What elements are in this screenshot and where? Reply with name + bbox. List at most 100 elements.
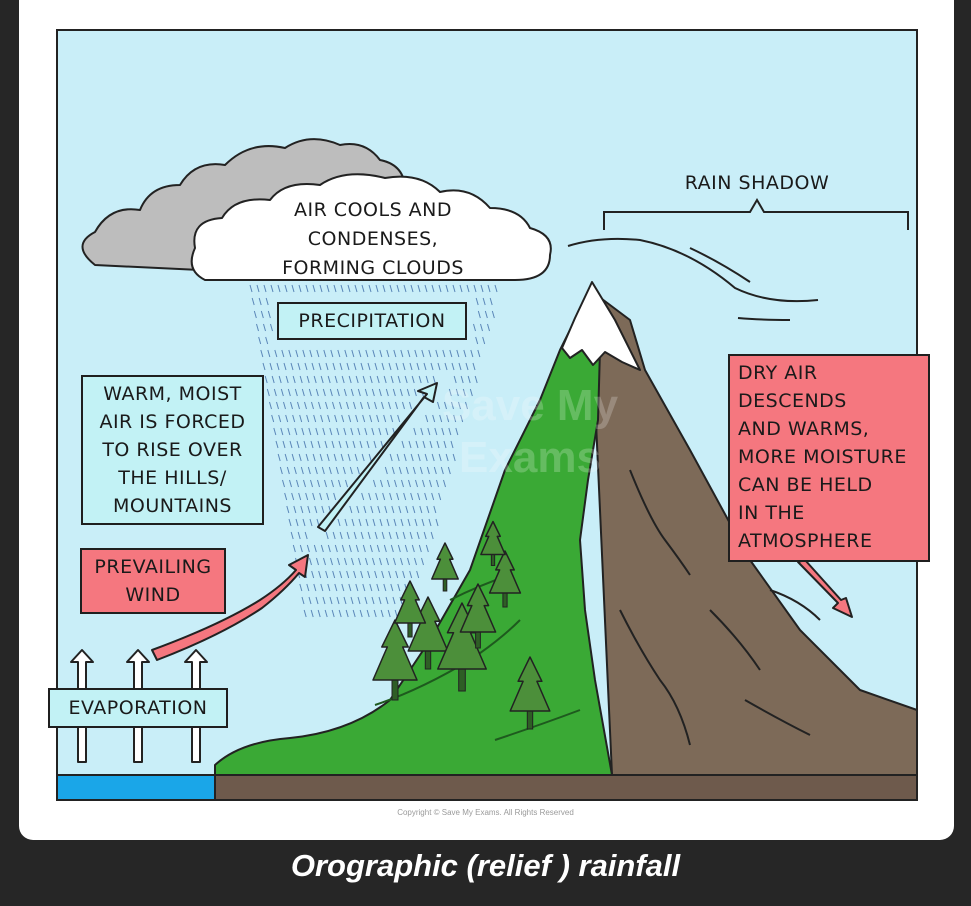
rain-streak: [414, 557, 417, 566]
rain-streak: [477, 349, 481, 358]
rain-streak: [418, 544, 422, 553]
rain-streak: [298, 492, 302, 501]
rain-streak: [307, 505, 311, 514]
rain-streak: [256, 323, 259, 332]
rain-streak: [304, 362, 308, 371]
rain-streak: [428, 349, 432, 358]
rain-streak: [376, 583, 380, 592]
rain-streak: [317, 479, 320, 488]
rain-streak: [332, 570, 336, 579]
rain-streak: [420, 427, 424, 436]
rain-streak: [339, 570, 343, 579]
rain-streak: [438, 492, 442, 501]
rain-streak: [323, 349, 327, 358]
rain-streak: [393, 349, 397, 358]
rain-streak: [260, 310, 264, 319]
rain-streak: [344, 557, 347, 566]
rain-streak: [374, 531, 378, 540]
rain-streak: [377, 505, 381, 514]
rain-streak: [273, 388, 277, 397]
tree-trunk: [424, 650, 432, 670]
rain-streak: [253, 310, 257, 319]
rain-streak: [352, 440, 356, 449]
rain-streak: [370, 505, 374, 514]
rain-streak: [438, 284, 442, 293]
rain-streak: [467, 375, 471, 384]
rain-streak: [327, 544, 331, 553]
rain-streak: [369, 583, 373, 592]
rain-streak: [482, 336, 486, 345]
rain-streak: [430, 531, 434, 540]
rain-streak: [313, 544, 317, 553]
rain-streak: [465, 362, 469, 371]
rain-streak: [338, 440, 342, 449]
rain-streak: [314, 466, 318, 475]
rain-streak: [402, 362, 406, 371]
rain-streak: [273, 427, 277, 436]
rain-streak: [397, 414, 401, 423]
rain-streak: [365, 557, 368, 566]
rain-streak: [292, 544, 296, 553]
rain-streak: [366, 609, 370, 618]
rain-streak: [424, 453, 428, 462]
rain-streak: [395, 531, 399, 540]
rain-streak: [278, 375, 282, 384]
rain-streak: [419, 466, 423, 475]
rain-streak: [416, 531, 420, 540]
rain-streak: [322, 596, 326, 605]
tree-canopy: [393, 580, 427, 624]
rain-streak: [263, 284, 267, 293]
rain-streak: [364, 596, 368, 605]
rain-streak: [408, 479, 411, 488]
rain-streak: [291, 492, 295, 501]
rain-streak: [415, 440, 419, 449]
rain-streak: [313, 583, 317, 592]
tree-canopy: [459, 583, 497, 633]
tree-trunk: [502, 592, 508, 608]
rain-streak: [288, 349, 292, 358]
rain-streak: [388, 531, 392, 540]
rain-streak: [466, 284, 470, 293]
rain-streak: [297, 531, 301, 540]
water-strip: [56, 774, 216, 801]
rain-streak: [320, 375, 324, 384]
rain-streak: [318, 362, 322, 371]
rain-streak: [319, 453, 323, 462]
rain-streak: [366, 440, 370, 449]
rain-streak: [390, 414, 394, 423]
rain-streak: [372, 557, 375, 566]
rain-streak: [386, 349, 390, 358]
rain-streak: [309, 518, 313, 527]
rain-streak: [277, 284, 281, 293]
tree-trunk: [458, 668, 466, 692]
prevailing-wind-label: PREVAILING WIND: [80, 548, 226, 614]
dry-air-label: DRY AIR DESCENDS AND WARMS, MORE MOISTUR…: [728, 354, 930, 562]
rain-streak: [346, 401, 349, 410]
rain-streak: [373, 440, 377, 449]
rain-streak: [369, 544, 373, 553]
rain-streak: [349, 505, 353, 514]
rain-streak: [404, 544, 408, 553]
rain-streak: [280, 427, 284, 436]
rain-streak: [373, 479, 376, 488]
rain-streak: [301, 596, 305, 605]
rain-streak: [360, 401, 363, 410]
rain-streak: [379, 349, 383, 358]
rain-streak: [309, 557, 312, 566]
rain-streak: [435, 349, 439, 358]
rain-streak: [434, 427, 438, 436]
rain-streak: [302, 518, 306, 527]
rain-streak: [371, 388, 375, 397]
rain-streak: [312, 284, 316, 293]
rain-streak: [327, 375, 331, 384]
rain-streak: [361, 284, 365, 293]
rain-streak: [408, 440, 412, 449]
rain-streak: [330, 557, 333, 566]
rain-streak: [456, 349, 460, 358]
rain-streak: [291, 284, 295, 293]
rain-streak: [348, 583, 352, 592]
rain-streak: [301, 388, 305, 397]
rain-streak: [305, 284, 309, 293]
rain-streak: [345, 609, 349, 618]
rain-streak: [339, 531, 343, 540]
